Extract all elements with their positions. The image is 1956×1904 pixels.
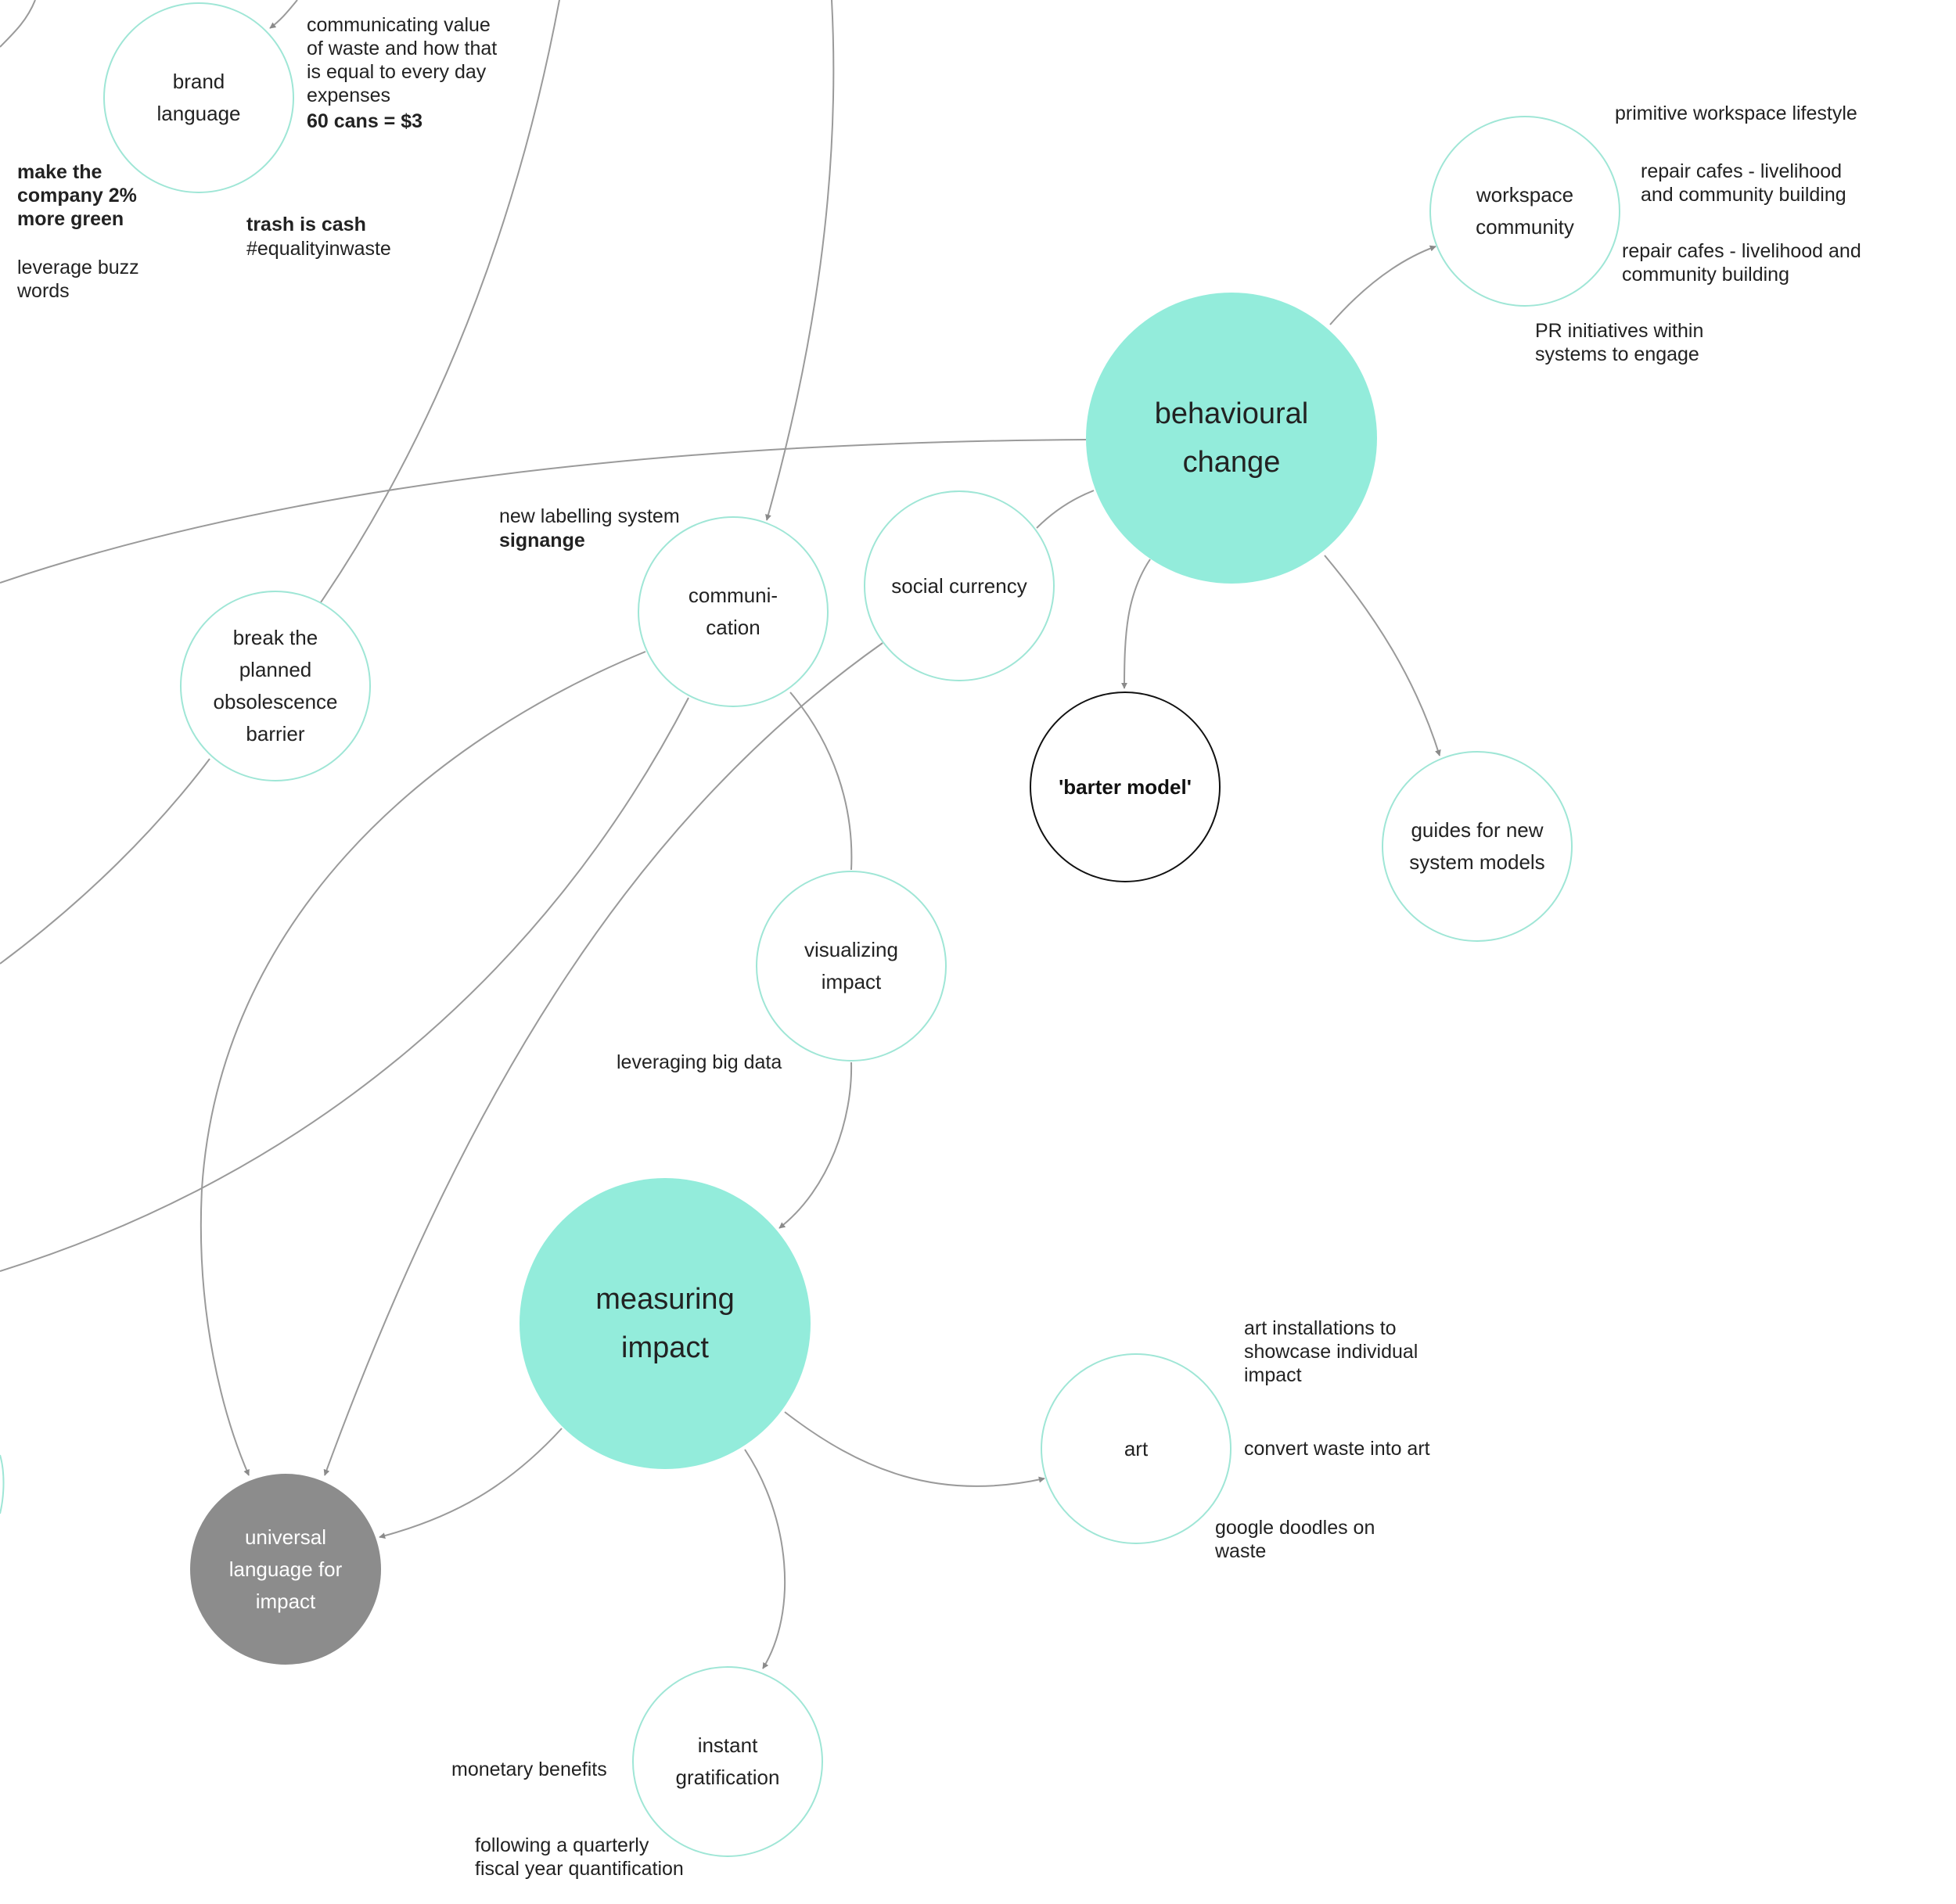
node-measuring-impact[interactable]: measuring impact — [520, 1178, 811, 1469]
note-make-company-green: make the company 2% more green — [17, 161, 137, 230]
note-google-doodles: google doodles on waste — [1215, 1517, 1375, 1562]
note-trash-is-cash: trash is cash — [246, 214, 366, 235]
node-behavioural-change[interactable]: behavioural change — [1086, 293, 1377, 584]
node-label: 'barter model' — [1059, 774, 1192, 799]
note-pr-initiatives: PR initiatives within systems to engage — [1535, 320, 1704, 365]
link-into-brand-language — [269, 0, 298, 29]
link-visualizing-to-measuring — [778, 1062, 853, 1229]
node-label: brand language — [156, 70, 241, 125]
node-communication[interactable]: communi- cation — [638, 516, 829, 707]
link-behavioural-to-social — [1036, 490, 1095, 529]
link-measuring-to-art — [784, 1411, 1045, 1487]
note-communicating-value: communicating value of waste and how tha… — [307, 14, 498, 106]
node-instant-gratification[interactable]: instant gratification — [632, 1666, 823, 1857]
link-top-to-break-barrier — [320, 0, 560, 603]
note-monetary-benefits: monetary benefits — [451, 1759, 607, 1780]
link-social-to-universal — [323, 642, 883, 1476]
node-label: break the planned obsolescence barrier — [213, 626, 338, 745]
note-new-labelling: new labelling system — [499, 505, 680, 527]
link-break-barrier-to-left — [0, 758, 210, 965]
link-behavioural-to-workspace — [1329, 245, 1436, 325]
link-communication-to-left — [0, 697, 689, 1272]
node-break-barrier[interactable]: break the planned obsolescence barrier — [180, 591, 371, 781]
note-quarterly-fiscal: following a quarterly fiscal year quanti… — [475, 1834, 684, 1880]
link-communication-to-universal — [200, 651, 646, 1476]
node-social-currency[interactable]: social currency — [864, 490, 1055, 681]
note-repair-cafes-1: repair cafes - livelihood and community … — [1641, 160, 1846, 206]
node-label: communi- cation — [688, 584, 778, 639]
note-equality-hashtag: #equalityinwaste — [246, 238, 391, 260]
node-label: social currency — [891, 573, 1027, 598]
node-label: art — [1124, 1436, 1149, 1460]
note-art-installations: art installations to showcase individual… — [1244, 1317, 1418, 1386]
note-signange: signange — [499, 530, 585, 551]
link-behavioural-to-left — [0, 439, 1087, 584]
node-label: guides for new system models — [1409, 818, 1545, 874]
node-label: universal language for impact — [228, 1525, 343, 1613]
partial-node-left-edge — [0, 1454, 5, 1514]
link-communication-to-visualizing — [789, 692, 853, 871]
note-leveraging-big-data: leveraging big data — [617, 1051, 782, 1073]
note-primitive-workspace: primitive workspace lifestyle — [1615, 102, 1857, 124]
node-barter-model[interactable]: 'barter model' — [1030, 692, 1221, 882]
link-behavioural-to-barter — [1121, 559, 1151, 689]
link-measuring-to-gratification — [744, 1449, 786, 1669]
link-top-to-communication — [765, 0, 835, 521]
link-offscreen-topleft — [0, 0, 36, 48]
node-label: measuring impact — [595, 1283, 735, 1364]
node-visualizing-impact[interactable]: visualizing impact — [756, 871, 947, 1062]
link-behavioural-to-guides — [1324, 555, 1441, 756]
note-sixty-cans: 60 cans = $3 — [307, 110, 423, 132]
node-label: visualizing impact — [804, 938, 898, 993]
node-label: behavioural change — [1154, 397, 1309, 479]
node-guides[interactable]: guides for new system models — [1382, 751, 1573, 942]
node-label: instant gratification — [675, 1733, 780, 1789]
note-convert-waste: convert waste into art — [1244, 1438, 1430, 1460]
node-label: workspace community — [1476, 183, 1574, 239]
node-universal-language[interactable]: universal language for impact — [190, 1474, 381, 1665]
node-workspace-community[interactable]: workspace community — [1429, 116, 1620, 307]
node-brand-language[interactable]: brand language — [103, 2, 294, 193]
link-measuring-to-universal — [379, 1428, 563, 1539]
note-leverage-buzz: leverage buzz words — [17, 257, 139, 302]
note-repair-cafes-2: repair cafes - livelihood and community … — [1622, 240, 1861, 286]
node-art[interactable]: art — [1041, 1353, 1231, 1544]
